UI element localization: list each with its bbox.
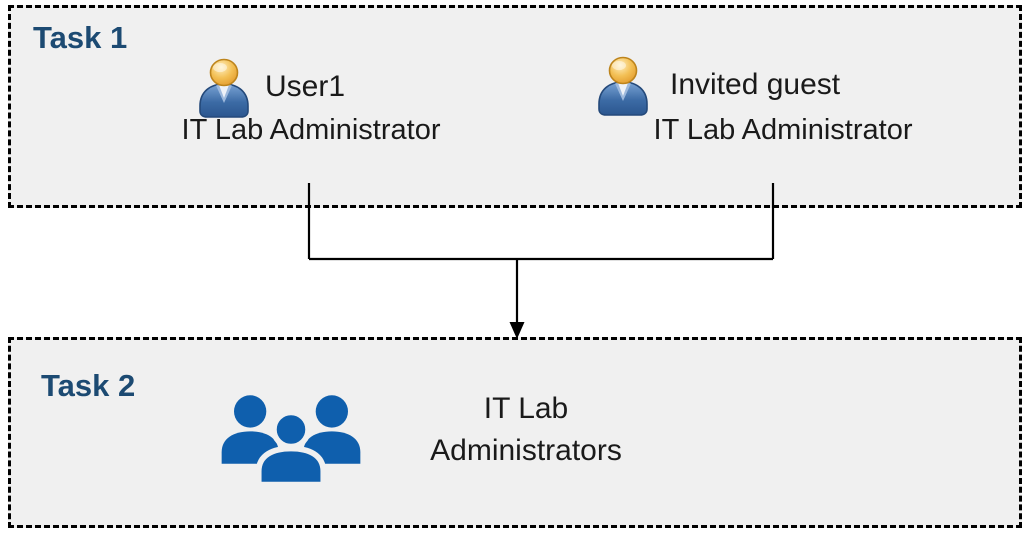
member-name: Invited guest: [670, 68, 841, 101]
person-icon: [594, 56, 652, 118]
task1-label: Task 1: [33, 20, 128, 55]
person-icon: [195, 58, 253, 120]
group-name-line1: IT Lab: [483, 392, 569, 425]
member-role: IT Lab Administrator: [181, 114, 441, 146]
group-name-line2: Administrators: [430, 434, 622, 467]
task1-box: Task 1 User1 IT Lab Administrator Invi: [8, 5, 1022, 208]
group-name: IT Lab Administrators: [430, 388, 622, 472]
member-name: User1: [265, 70, 346, 103]
people-group-icon: [215, 390, 367, 488]
task2-label: Task 2: [41, 368, 136, 403]
member-role: IT Lab Administrator: [653, 114, 913, 146]
task2-box: Task 2 IT Lab Administrators: [8, 337, 1022, 528]
